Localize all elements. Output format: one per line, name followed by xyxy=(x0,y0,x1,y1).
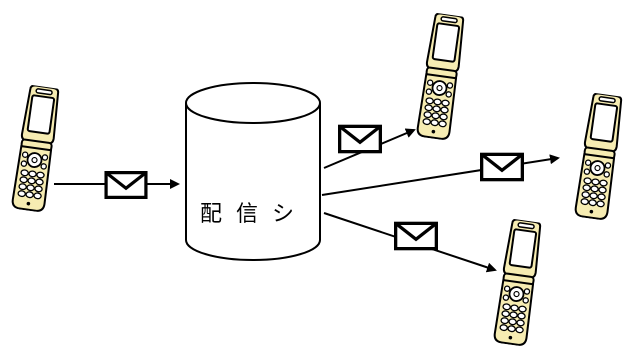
mail-envelope-top-icon xyxy=(338,124,382,154)
receiver-phone-top-icon xyxy=(415,12,467,141)
mail-envelope-middle-icon xyxy=(480,152,524,182)
distribution-server-icon xyxy=(185,82,321,261)
server-label: 配信シ xyxy=(200,202,308,227)
receiver-phone-bottom-icon xyxy=(492,218,544,347)
mail-envelope-bottom-icon xyxy=(394,221,438,251)
outgoing-mail-envelope-icon xyxy=(104,171,148,199)
receiver-phone-right-icon xyxy=(573,92,624,221)
sender-phone-icon xyxy=(10,84,62,213)
